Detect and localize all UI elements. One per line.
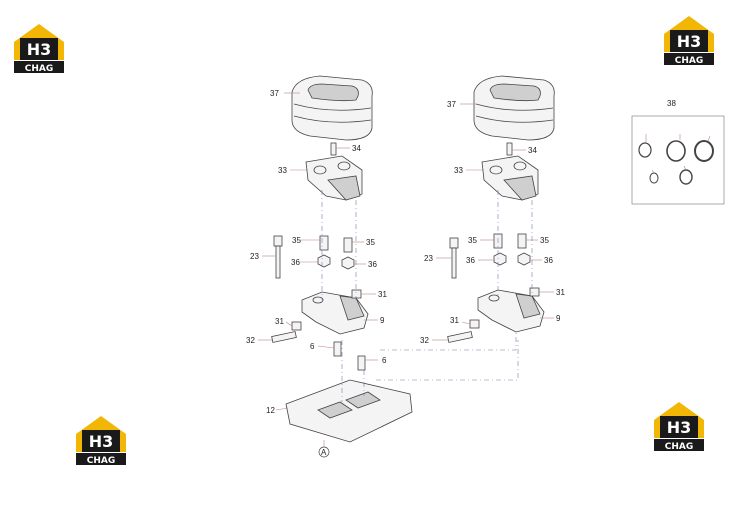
left-nut-36b (341, 256, 355, 270)
logo-mark: H3 (667, 418, 692, 437)
left-callouts: 37 34 33 23 35 35 36 36 31 9 31 32 6 6 1… (246, 89, 387, 457)
callout-36: 36 (291, 258, 300, 267)
right-spring-35b (517, 233, 527, 249)
callout-36: 36 (466, 256, 475, 265)
callout-35: 35 (292, 236, 301, 245)
left-bolt-23 (273, 235, 283, 279)
callout-35: 35 (468, 236, 477, 245)
logo-text: CHAG (675, 56, 704, 66)
callout-37: 37 (270, 89, 279, 98)
left-spring-35b (343, 237, 353, 253)
callout-38: 38 (667, 99, 676, 108)
callout-6: 6 (382, 356, 387, 365)
right-nut-36a (493, 252, 507, 266)
callout-9: 9 (380, 316, 385, 325)
callout-34: 34 (528, 146, 537, 155)
callout-31: 31 (378, 290, 387, 299)
callout-23: 23 (424, 254, 433, 263)
right-nut-36b (517, 252, 531, 266)
callout-35: 35 (366, 238, 375, 247)
callout-31: 31 (450, 316, 459, 325)
left-assembly (271, 75, 519, 458)
callout-31: 31 (556, 288, 565, 297)
right-pin-31a (529, 287, 540, 297)
left-plate-12 (285, 379, 413, 443)
right-lever-bracket (481, 155, 539, 201)
left-pin-31a (351, 289, 362, 299)
logo-mark: H3 (677, 32, 702, 51)
right-callouts: 37 34 33 23 35 35 36 36 31 9 31 32 (420, 100, 565, 345)
logo-bottom-right: H3 CHAG (650, 400, 708, 452)
callout-32: 32 (246, 336, 255, 345)
right-leaders (432, 103, 554, 341)
callout-33: 33 (278, 166, 287, 175)
right-boot (473, 75, 555, 141)
right-shaft-32 (447, 331, 473, 343)
callout-31: 31 (275, 317, 284, 326)
right-bolt-23 (449, 237, 459, 279)
right-pin-31b (469, 319, 480, 329)
callout-36: 36 (368, 260, 377, 269)
logo-mark: H3 (89, 432, 114, 451)
callout-35: 35 (540, 236, 549, 245)
logo-text: CHAG (665, 442, 694, 452)
left-pin-31b (291, 321, 302, 331)
callout-34: 34 (352, 144, 361, 153)
callout-32: 32 (420, 336, 429, 345)
logo-mark: H3 (27, 40, 52, 59)
logo-top-right: H3 CHAG (660, 14, 718, 66)
left-base-bracket-9 (301, 291, 369, 335)
callout-37: 37 (447, 100, 456, 109)
seal-kit-38 (631, 115, 725, 205)
right-screw-34 (506, 142, 513, 156)
callout-6: 6 (310, 342, 315, 351)
callout-23: 23 (250, 252, 259, 261)
callout-12: 12 (266, 406, 275, 415)
callout-9: 9 (556, 314, 561, 323)
right-base-bracket-9 (477, 289, 545, 333)
callout-36: 36 (544, 256, 553, 265)
logo-top-left: H3 CHAG (10, 22, 68, 74)
left-shaft-32 (271, 331, 297, 343)
logo-bottom-left: H3 CHAG (72, 414, 130, 466)
logo-text: CHAG (25, 64, 54, 74)
callout-33: 33 (454, 166, 463, 175)
left-stud-6b (357, 355, 366, 371)
left-spring-35a (319, 235, 329, 251)
logo-text: CHAG (87, 456, 116, 466)
right-assembly (447, 75, 555, 343)
left-leaders (258, 92, 378, 411)
left-stud-6a (333, 341, 342, 357)
left-nut-36a (317, 254, 331, 268)
left-boot (291, 75, 373, 141)
left-lever-bracket (305, 155, 363, 201)
callout-A: A (321, 448, 327, 457)
left-screw-34 (330, 142, 337, 156)
